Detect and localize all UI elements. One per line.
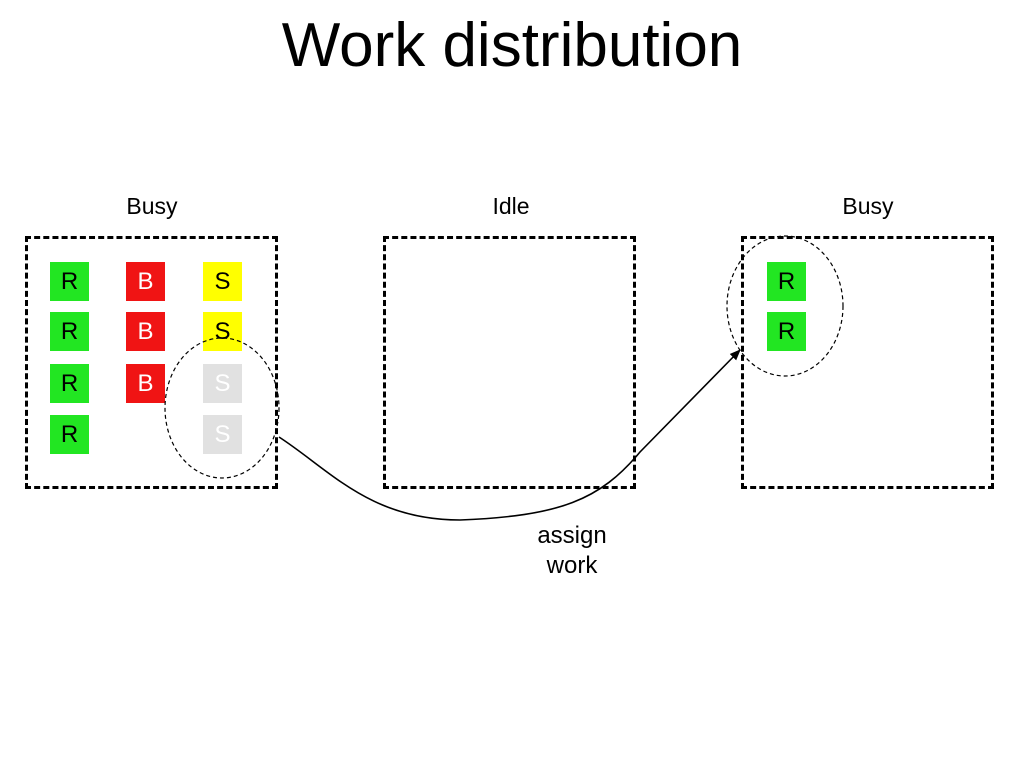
task-r: R [50, 312, 89, 351]
assign-work-arrow [278, 349, 741, 521]
panel-label-middle: Idle [492, 193, 530, 219]
diagram-title: Work distribution [281, 11, 743, 80]
task-r: R [50, 262, 89, 301]
panel-label-left: Busy [126, 193, 178, 219]
panel-box-left [25, 236, 278, 489]
task-b: B [126, 312, 165, 351]
arrow-label-line1: assign [537, 522, 607, 549]
task-s: S [203, 262, 242, 301]
selection-ellipse-source [164, 337, 280, 479]
task-s-ghost: S [203, 364, 242, 403]
panel-box-right [741, 236, 994, 489]
task-r: R [50, 415, 89, 454]
task-r: R [50, 364, 89, 403]
selection-ellipse-target [726, 235, 844, 377]
task-b: B [126, 364, 165, 403]
task-b: B [126, 262, 165, 301]
task-r: R [767, 262, 806, 301]
task-s-ghost: S [203, 415, 242, 454]
task-r: R [767, 312, 806, 351]
panel-box-middle [383, 236, 636, 489]
panel-label-right: Busy [842, 193, 894, 219]
arrow-label-line2: work [546, 552, 598, 579]
task-s: S [203, 312, 242, 351]
arrow-label: assign work [512, 521, 632, 581]
